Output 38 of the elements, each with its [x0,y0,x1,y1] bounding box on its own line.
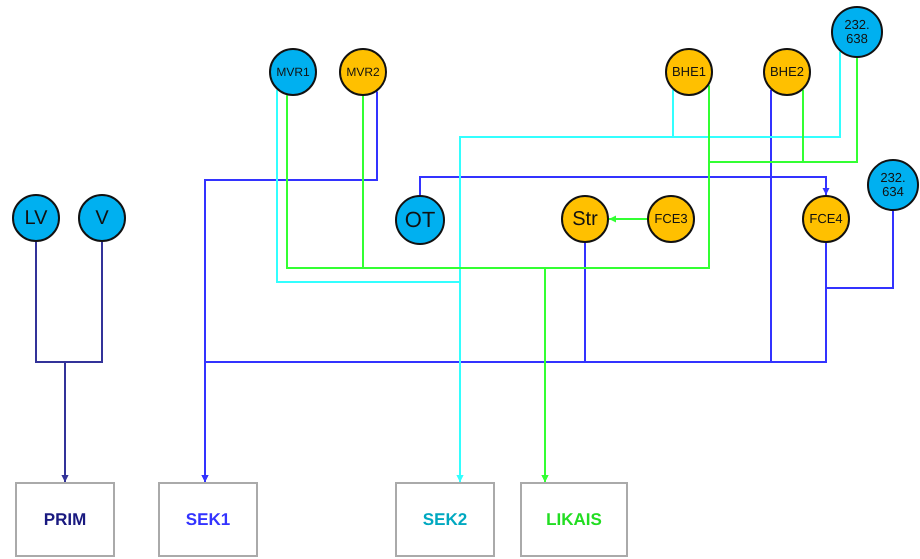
node-label: Str [572,208,598,230]
node-circle [802,195,850,243]
node-circle [12,194,60,242]
target-box [158,482,258,557]
node-label: FCE3 [654,212,688,226]
connector-arrow [419,176,830,195]
connector-arrow [609,216,647,222]
node-circle [831,6,883,58]
node-circle [867,159,919,211]
node-circle [395,195,445,245]
box-label: SEK1 [186,510,230,530]
target-box [15,482,115,557]
node-label: LV [24,208,48,228]
node-circle [647,195,695,243]
node-circle [78,194,126,242]
node-circle [561,195,609,243]
connector-arrow [542,58,858,482]
node-circle [269,48,317,96]
node-circle [665,48,713,96]
node-circle [763,48,811,96]
node-label: 232. 638 [843,18,871,46]
target-box [395,482,495,557]
node-label: MVR2 [346,66,380,78]
node-label: BHE1 [672,65,706,79]
connector-arrow [456,52,841,482]
connector-arrow [62,242,103,482]
box-label: LIKAIS [546,510,602,530]
connector-arrow [202,211,894,482]
target-box [520,482,628,557]
node-circle [339,48,387,96]
node-label: OT [404,208,436,232]
node-label: 232. 634 [879,171,907,199]
box-label: SEK2 [422,510,468,530]
node-label: MVR1 [276,66,310,78]
box-label: PRIM [44,510,86,530]
node-label: FCE4 [809,212,843,226]
node-label: V [95,208,109,228]
node-label: BHE2 [770,65,804,79]
